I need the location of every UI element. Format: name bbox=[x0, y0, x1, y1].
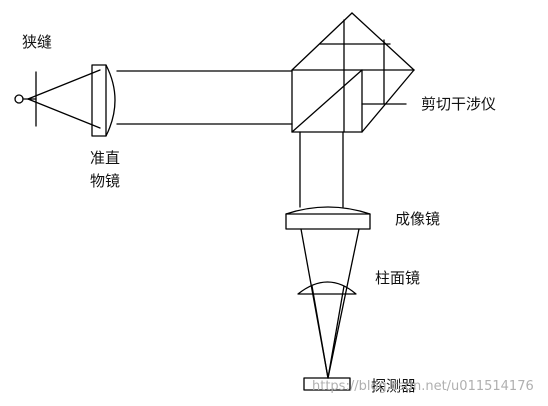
slit-label: 狭缝 bbox=[22, 33, 52, 51]
cylindrical-lens bbox=[297, 281, 357, 295]
prism-face-upper bbox=[291, 12, 353, 71]
diverging-beam bbox=[27, 69, 101, 129]
diverging-ray-bottom bbox=[27, 98, 101, 129]
collimator-label-line1: 准直 bbox=[90, 149, 120, 167]
prism-face-lower bbox=[361, 69, 415, 133]
beamsplitter-diagonal bbox=[291, 69, 363, 133]
diverging-ray-top bbox=[27, 69, 101, 100]
slit bbox=[14, 71, 37, 127]
collimated-beam bbox=[116, 70, 293, 125]
output-beam bbox=[299, 131, 344, 208]
collimator-lens bbox=[91, 64, 116, 137]
detector bbox=[303, 377, 351, 391]
point-source bbox=[14, 94, 24, 104]
imaging-lens bbox=[285, 206, 371, 230]
beamsplitter-cube bbox=[291, 69, 363, 133]
collimator-lens-body bbox=[91, 64, 116, 137]
detector-label: 探测器 bbox=[371, 377, 416, 395]
cylindrical-lens-label: 柱面镜 bbox=[375, 269, 420, 287]
converging-ray-inner-left bbox=[311, 285, 329, 379]
converging-ray-inner-right bbox=[327, 285, 345, 379]
collimator-label-line2: 物镜 bbox=[90, 172, 120, 190]
converging-ray-outer-right bbox=[327, 228, 360, 379]
interferometer-label: 剪切干涉仪 bbox=[421, 95, 496, 113]
converging-beam bbox=[300, 228, 360, 379]
detector-body bbox=[303, 377, 351, 391]
imaging-lens-body bbox=[285, 206, 371, 230]
shearing-interferometer bbox=[291, 12, 415, 133]
imaging-lens-label: 成像镜 bbox=[395, 210, 440, 228]
prism-face-right bbox=[351, 12, 415, 71]
cylindrical-lens-body bbox=[297, 281, 357, 295]
watermark-text: https://blog.csdn.net/u011514176 bbox=[312, 379, 534, 394]
